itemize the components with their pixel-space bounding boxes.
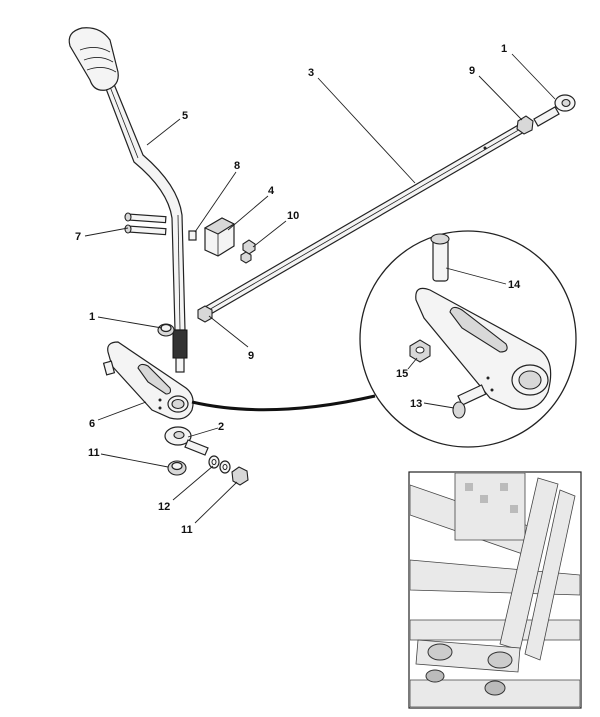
lever-threaded-end [172,329,188,373]
zoom-connector [191,394,376,412]
callout-13: 13 [410,398,422,410]
rod-end-lower [164,426,209,456]
callout-10: 10 [287,210,299,222]
lock-nuts [240,239,256,264]
callout-labels: 1 9 3 5 8 4 10 7 1 9 6 2 11 12 11 14 15 … [75,43,521,536]
callout-9-top: 9 [469,65,475,77]
callout-5: 5 [182,110,188,122]
rod-end-nut-mid [197,305,213,323]
bolts [124,212,167,236]
callout-1-mid: 1 [89,311,95,323]
clamp-block [203,217,236,257]
callout-1-top: 1 [501,43,507,55]
callout-8: 8 [234,160,240,172]
callout-6: 6 [89,418,95,430]
leader-lines [84,53,556,524]
rod-end-mid [157,323,175,337]
callout-4: 4 [268,185,275,197]
washers [208,455,231,474]
callout-11-left: 11 [88,447,100,459]
shift-lever [91,49,186,331]
callout-7: 7 [75,231,81,243]
rod-end-nut-top [516,115,534,135]
detail-circle [359,230,577,448]
callout-15: 15 [396,368,408,380]
bushing [188,230,197,241]
photo-inset [408,471,582,709]
callout-2: 2 [218,421,224,433]
callout-3: 3 [308,67,314,79]
spacer-left [167,460,187,476]
rod-end-top [533,94,576,127]
nut-bottom [231,466,249,486]
callout-9-mid: 9 [248,350,254,362]
shift-knob [68,27,119,91]
bellcrank [102,341,194,420]
callout-14: 14 [508,279,521,291]
callout-11-bottom: 11 [181,524,193,536]
callout-12: 12 [158,501,170,513]
